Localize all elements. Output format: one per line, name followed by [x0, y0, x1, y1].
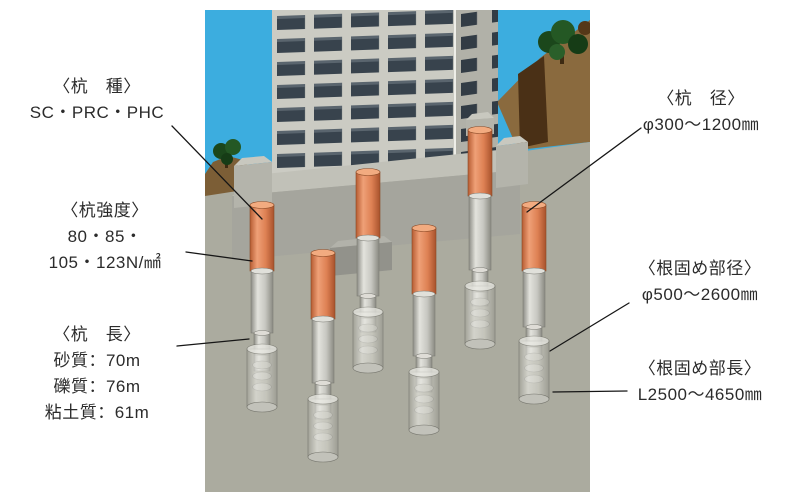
leader-line-root-length — [552, 390, 628, 393]
root-length-title: 〈根固め部長〉 — [638, 359, 762, 378]
root-length-value: L2500～4650㎜ — [637, 385, 763, 404]
right-cliff — [497, 20, 590, 150]
foundation-left-block — [234, 156, 272, 208]
pile — [246, 201, 278, 413]
root-length-label: 〈根固め部長〉 L2500～4650㎜ — [602, 356, 798, 408]
pile-length-label: 〈杭 長〉 砂質：70m 礫質：76m 粘土質：61m — [6, 322, 188, 426]
pile-strength-value-line: 105・123N/㎟ — [48, 253, 162, 272]
building-front-face — [272, 10, 455, 179]
right-trees — [538, 20, 590, 64]
pile-diameter-value: φ300～1200㎜ — [642, 115, 760, 134]
leader-line-pile-strength — [185, 251, 253, 262]
pile-diameter-title: 〈杭 径〉 — [657, 89, 745, 108]
piles — [246, 126, 550, 463]
root-diameter-title: 〈根固め部径〉 — [638, 259, 762, 278]
pile — [518, 201, 550, 405]
pile-type-title: 〈杭 種〉 — [53, 77, 141, 96]
leader-line-pile-type — [171, 125, 263, 220]
pile-length-title: 〈杭 長〉 — [53, 325, 141, 344]
pile-type-value: SC・PRC・PHC — [29, 103, 165, 122]
pile-diameter-label: 〈杭 径〉 φ300～1200㎜ — [606, 86, 796, 138]
pile-length-value-line: 粘土質：61m — [44, 403, 150, 422]
pile — [307, 249, 339, 463]
pile-strength-value-line: 80・85・ — [67, 227, 143, 246]
pile-length-value-line: 礫質：76m — [53, 377, 141, 396]
leader-line-pile-length — [176, 338, 250, 347]
leader-line-pile-diameter — [526, 127, 642, 213]
left-trees — [213, 139, 241, 168]
pile — [352, 168, 384, 374]
pile — [464, 126, 496, 350]
pile-type-label: 〈杭 種〉 SC・PRC・PHC — [8, 74, 186, 126]
foundation-right-block — [496, 136, 528, 188]
root-diameter-label: 〈根固め部径〉 φ500～2600㎜ — [604, 256, 796, 308]
root-diameter-value: φ500～2600㎜ — [641, 285, 759, 304]
pile — [408, 224, 440, 436]
pile-strength-title: 〈杭強度〉 — [61, 201, 149, 220]
pile-strength-label: 〈杭強度〉 80・85・ 105・123N/㎟ — [12, 198, 198, 276]
leader-lines — [171, 125, 642, 393]
pile-length-value-line: 砂質：70m — [53, 351, 141, 370]
leader-line-root-diameter — [549, 302, 630, 352]
